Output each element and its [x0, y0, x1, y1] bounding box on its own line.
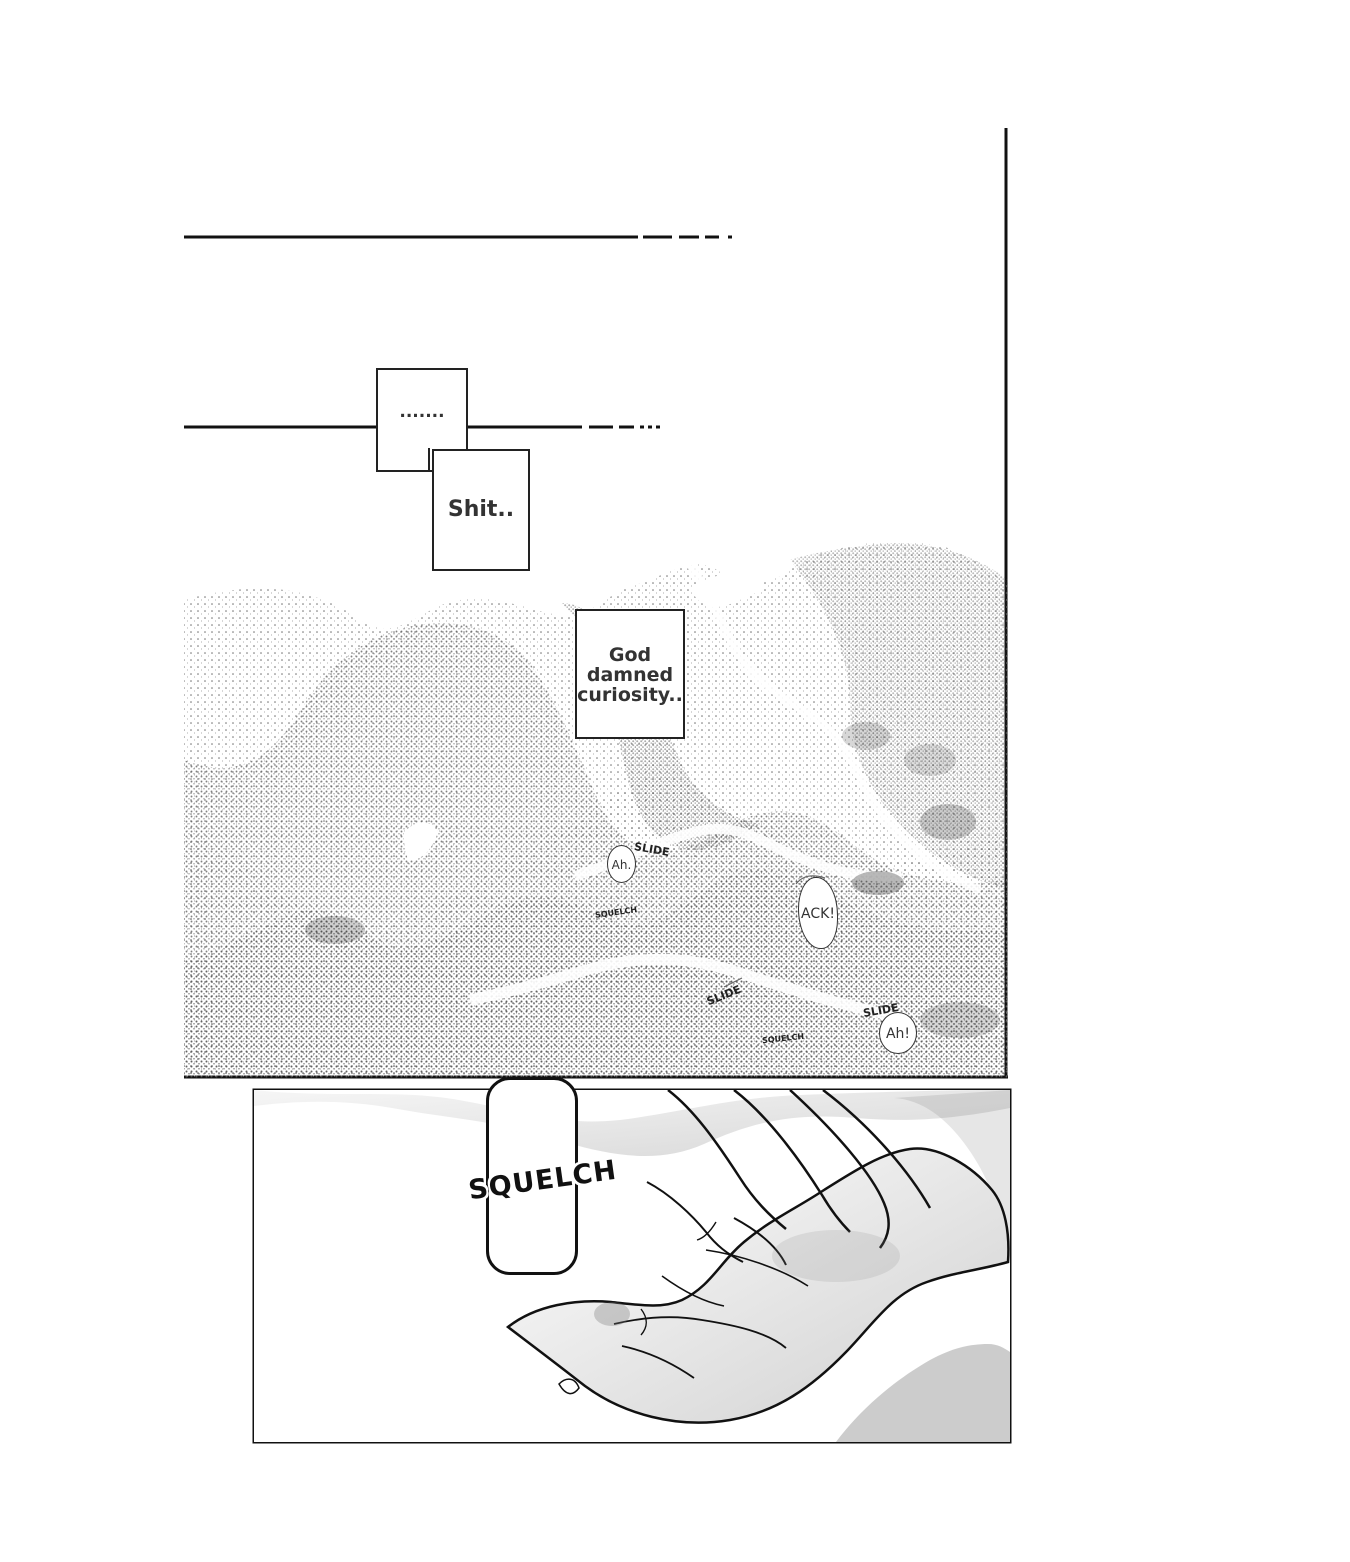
large-speech-bubble	[486, 1077, 578, 1275]
caption-box-curiosity: God damned curiosity..	[575, 609, 685, 739]
speech-bubble-ack: ACK!	[798, 877, 838, 949]
caption-line-2: damned	[586, 663, 674, 686]
caption-line-3: curiosity..	[577, 683, 683, 706]
hand-close-up-artwork	[254, 1090, 1010, 1442]
caption-box-shit: Shit..	[432, 449, 530, 571]
speech-bubble-ah-2: Ah!	[879, 1012, 917, 1054]
speech-bubble-ah-1: Ah.	[607, 845, 636, 883]
caption-box-joint	[378, 448, 430, 472]
dotted-landscape-artwork	[184, 542, 1008, 1078]
caption-line-1: God	[608, 644, 652, 666]
